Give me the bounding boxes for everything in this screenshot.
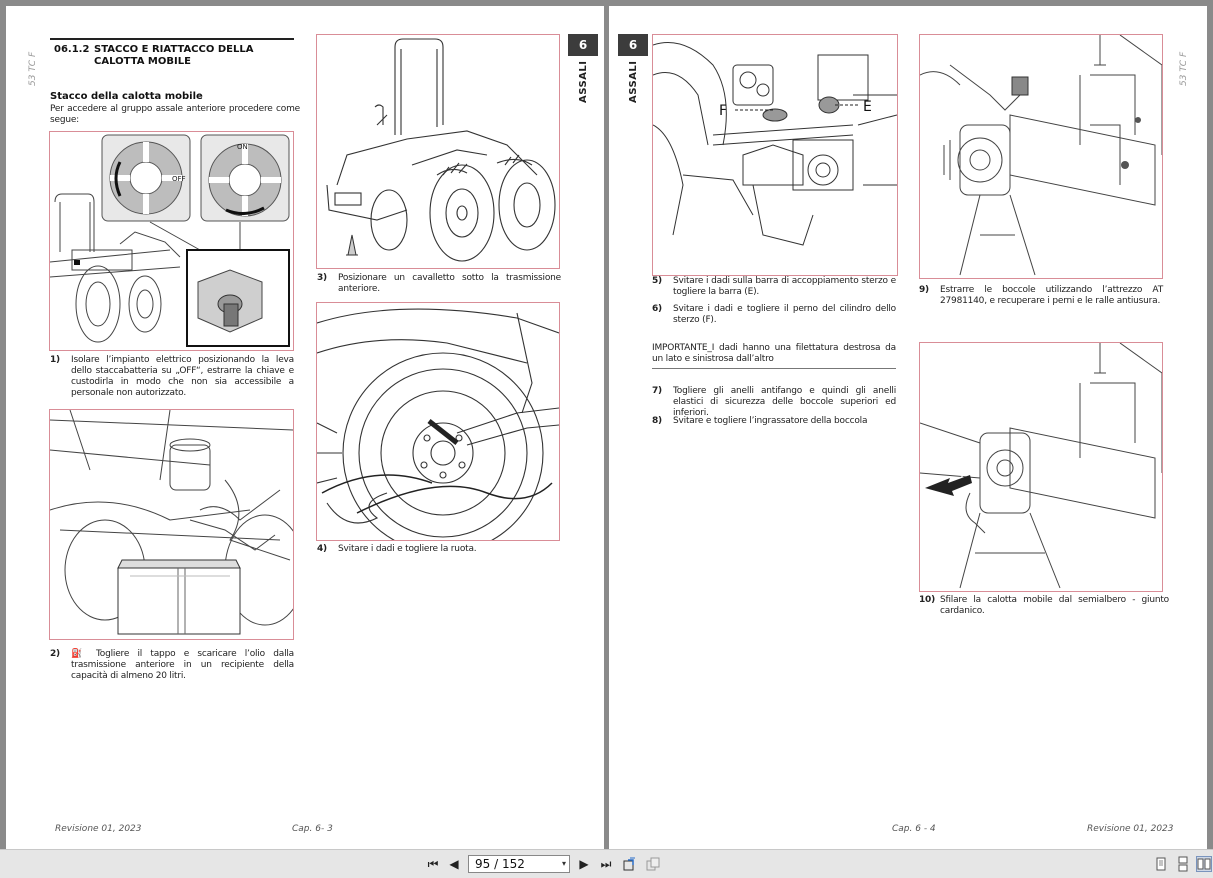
step-3: 3) Posizionare un cavalletto sotto la tr… — [317, 273, 561, 294]
step-1: 1) Isolare l’impianto elettrico posizion… — [50, 355, 294, 398]
step-2: 2) ⛽ Togliere il tappo e scaricare l’oli… — [50, 649, 294, 681]
rotate-icon[interactable] — [622, 856, 638, 872]
next-page-icon[interactable]: ▶ — [579, 857, 589, 871]
cover-removal-illustration — [920, 343, 1162, 589]
footer-page-ref: Cap. 6- 3 — [292, 824, 333, 834]
battery-switch-illustration: OFF ON — [50, 134, 290, 347]
footer-revision: Revisione 01, 2023 — [55, 824, 142, 834]
step-8: 8) Svitare e togliere l’ingrassatore del… — [652, 416, 868, 426]
figure-tractor-stand — [316, 34, 560, 269]
first-page-icon[interactable]: ⏮ — [427, 857, 439, 871]
figure-steering-rod: F E — [652, 34, 898, 276]
figure-wheel-removal — [316, 302, 560, 541]
side-code: 53 TC F — [28, 51, 38, 86]
page-indicator: 95 / 152 — [475, 857, 525, 871]
chapter-tab: 6 — [568, 34, 598, 56]
page-number-select[interactable]: 95 / 152 ▾ — [468, 855, 570, 873]
important-note: IMPORTANTE_I dadi hanno una filettatura … — [652, 343, 896, 369]
chapter-label: ASSALI — [578, 60, 589, 103]
figure-cover-removal — [919, 342, 1163, 592]
viewer-toolbar: ⏮ ◀ 95 / 152 ▾ ▶ ⏭ — [0, 849, 1213, 878]
step-7: 7) Togliere gli anelli antifango e quind… — [652, 386, 896, 418]
wheel-removal-illustration — [317, 308, 559, 540]
step-10: 10) Sfilare la calotta mobile dal semial… — [919, 595, 1169, 616]
figure-battery-switch: OFF ON — [49, 131, 294, 351]
intro-text: Per accedere al gruppo assale anteriore … — [50, 104, 300, 125]
figure-bushing-extraction — [919, 34, 1163, 279]
footer-revision: Revisione 01, 2023 — [1087, 824, 1174, 834]
right-page: 6 ASSALI 53 TC F F — [609, 6, 1207, 849]
two-page-view-icon[interactable] — [1196, 856, 1212, 872]
last-page-icon[interactable]: ⏭ — [600, 857, 612, 871]
label-e: E — [863, 99, 872, 115]
continuous-view-icon[interactable] — [1175, 856, 1191, 872]
label-f: F — [719, 103, 727, 119]
section-number: 06.1.2 — [54, 44, 90, 55]
tractor-stand-illustration — [326, 38, 556, 262]
single-page-view-icon[interactable] — [1153, 856, 1169, 872]
oil-drain-icon: ⛽ — [71, 649, 88, 659]
subheading: Stacco della calotta mobile — [50, 91, 203, 102]
step-9: 9) Estrarre le boccole utilizzando l’att… — [919, 285, 1163, 306]
section-heading: 06.1.2 STACCO E RIATTACCO DELLA CALOTTA … — [50, 38, 294, 68]
figure-oil-drain — [49, 409, 294, 640]
chapter-tab: 6 — [618, 34, 648, 56]
previous-page-icon[interactable]: ◀ — [449, 857, 459, 871]
step-6: 6) Svitare i dadi e togliere il perno de… — [652, 304, 896, 325]
on-label: ON — [237, 143, 248, 151]
left-page: 53 TC F 6 ASSALI 06.1.2 STACCO E RIATTAC… — [6, 6, 604, 849]
footer-page-ref: Cap. 6 - 4 — [892, 824, 936, 834]
copy-icon[interactable] — [645, 856, 661, 872]
chapter-label: ASSALI — [628, 60, 639, 103]
step-5: 5) Svitare i dadi sulla barra di accoppi… — [652, 276, 896, 297]
steering-rod-illustration: F E — [653, 42, 897, 246]
oil-drain-illustration — [50, 410, 293, 635]
chevron-down-icon: ▾ — [561, 859, 566, 868]
section-title: STACCO E RIATTACCO DELLA CALOTTA MOBILE — [94, 44, 254, 67]
side-code: 53 TC F — [1179, 51, 1189, 86]
bushing-extraction-illustration — [920, 35, 1162, 276]
off-label: OFF — [172, 175, 186, 183]
step-4: 4) Svitare i dadi e togliere la ruota. — [317, 544, 477, 554]
